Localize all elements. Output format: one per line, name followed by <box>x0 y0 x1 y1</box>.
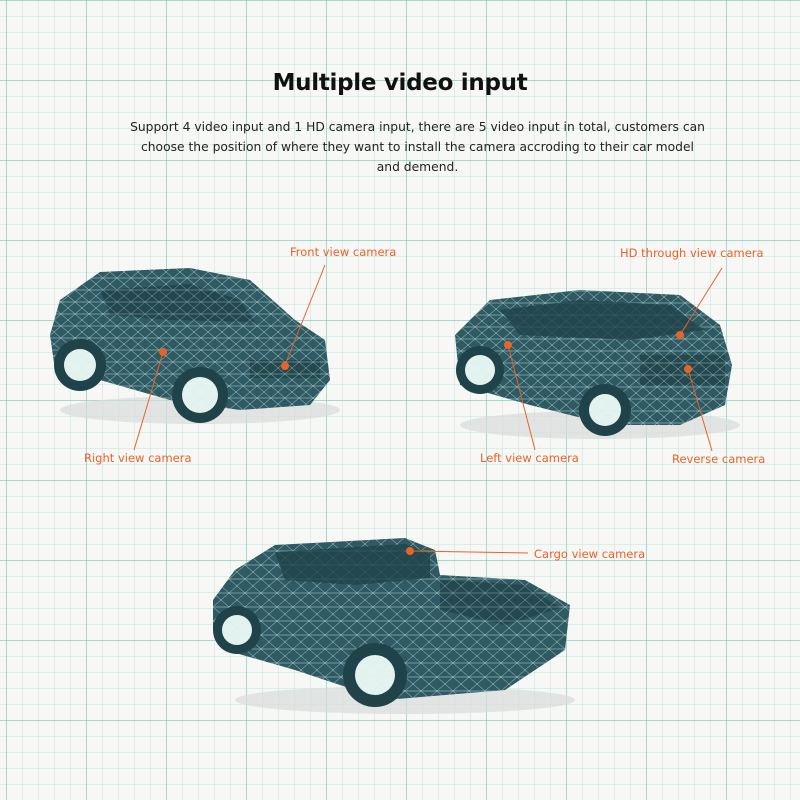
page-title: Multiple video input <box>272 70 528 96</box>
pickup-rear-view-illustration <box>213 538 575 714</box>
suv-front-view-illustration <box>50 268 340 424</box>
label-left-view-camera: Left view camera <box>480 451 579 465</box>
label-reverse-camera: Reverse camera <box>672 452 766 466</box>
label-hd-through-view-camera: HD through view camera <box>620 246 764 260</box>
suv-rear-view-illustration <box>455 290 740 439</box>
label-cargo-view-camera: Cargo view camera <box>534 547 646 561</box>
label-front-view-camera: Front view camera <box>290 245 397 259</box>
label-right-view-camera: Right view camera <box>84 451 192 465</box>
page-description: Support 4 video input and 1 HD camera in… <box>130 120 705 174</box>
